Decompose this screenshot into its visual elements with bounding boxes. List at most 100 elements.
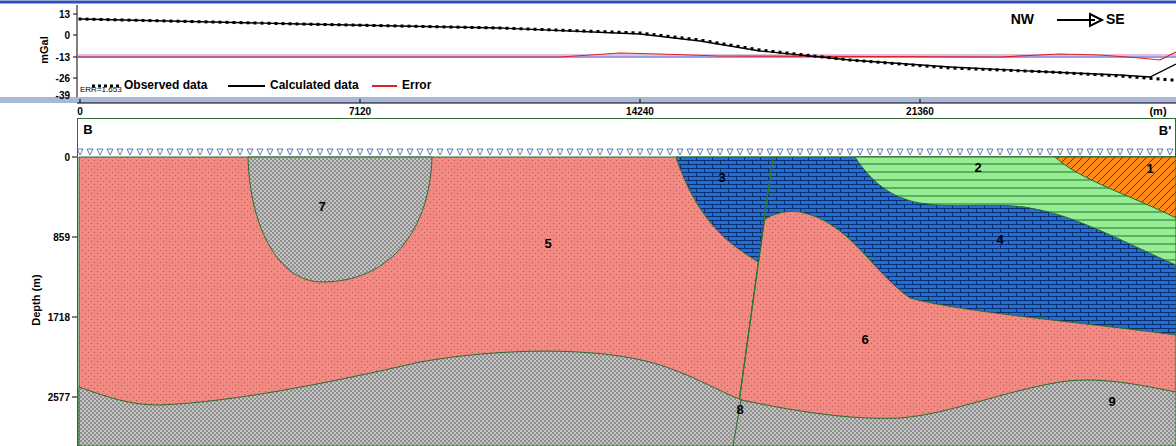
observed-dot: [275, 22, 278, 25]
error-value: ERR=1.653: [80, 86, 122, 95]
observed-dot: [828, 56, 831, 59]
observed-dot: [940, 66, 943, 69]
rock-body: 1: [1050, 155, 1176, 221]
observed-dot: [926, 65, 929, 68]
observed-dot: [660, 34, 663, 37]
body-number: 6: [861, 333, 868, 347]
observed-dot: [93, 18, 96, 21]
observed-dot: [359, 24, 362, 27]
observed-dot: [751, 47, 754, 50]
observed-dot: [1066, 71, 1069, 74]
observed-dot: [289, 22, 292, 25]
observed-dot: [499, 27, 502, 30]
tick-label: -39: [56, 90, 70, 101]
observed-dot: [324, 23, 327, 26]
observed-dot: [443, 25, 446, 28]
observed-dot: [1031, 70, 1034, 73]
observed-dot: [163, 19, 166, 22]
observed-dot: [681, 36, 684, 39]
observed-dot: [814, 55, 817, 58]
observed-dot: [184, 20, 187, 23]
tick-label: 0: [77, 106, 83, 117]
observed-dot: [863, 60, 866, 63]
direction-label: SE: [1106, 12, 1125, 27]
observed-dot: [422, 25, 425, 28]
observed-dot: [919, 64, 922, 67]
observed-dot: [604, 30, 607, 33]
tick-label: -26: [56, 73, 70, 84]
observed-dot: [1122, 75, 1125, 78]
observed-dot: [485, 26, 488, 29]
observed-dot: [912, 64, 915, 67]
legend-text: Observed data: [124, 79, 207, 92]
body-number: 9: [1108, 395, 1115, 409]
observed-dot: [723, 43, 726, 46]
observed-dot: [807, 54, 810, 57]
observed-dot: [534, 28, 537, 31]
observed-dot: [786, 52, 789, 55]
observed-dot: [457, 26, 460, 29]
observed-dot: [639, 32, 642, 35]
rock-body: 8: [77, 345, 747, 446]
observed-dot: [856, 59, 859, 62]
tick-label: 13: [59, 9, 70, 20]
observed-dot: [982, 68, 985, 71]
observed-dot: [303, 23, 306, 26]
observed-dot: [1024, 70, 1027, 73]
observed-dot: [338, 23, 341, 26]
observed-dot: [891, 62, 894, 65]
observed-dot: [632, 31, 635, 34]
observed-dot: [254, 21, 257, 24]
data-curve: [80, 19, 1176, 77]
observed-dot: [618, 31, 621, 34]
observed-dot: [394, 24, 397, 27]
observed-dot: [401, 25, 404, 28]
observed-dot: [583, 30, 586, 33]
observed-dot: [800, 53, 803, 56]
observed-dot: [107, 18, 110, 21]
observed-dot: [898, 62, 901, 65]
observed-dot: [1094, 73, 1097, 76]
observed-dot: [933, 65, 936, 68]
observed-dot: [884, 61, 887, 64]
axis-title: mGal: [38, 36, 50, 64]
observed-dot: [1038, 70, 1041, 73]
observed-dot: [695, 38, 698, 41]
observed-dot: [849, 59, 852, 62]
observed-dot: [478, 26, 481, 29]
observed-dot: [835, 57, 838, 60]
observed-dot: [1136, 76, 1139, 79]
observed-dot: [219, 21, 222, 24]
observed-dot: [989, 68, 992, 71]
tick-label: 14240: [626, 106, 654, 117]
observed-dot: [170, 20, 173, 23]
observed-dot: [156, 19, 159, 22]
observed-dot: [247, 21, 250, 24]
observed-dot: [947, 66, 950, 69]
observed-dot: [1101, 73, 1104, 76]
observed-dot: [121, 18, 124, 21]
profile-end: B: [83, 123, 92, 137]
profile-end: B': [1159, 124, 1171, 138]
observed-dot: [597, 30, 600, 33]
observed-dot: [611, 31, 614, 34]
observed-dot: [366, 24, 369, 27]
tick-label: 21360: [906, 106, 934, 117]
rock-body: 9: [730, 370, 1176, 446]
observed-dot: [590, 30, 593, 33]
body-number: 4: [996, 233, 1003, 247]
observed-dot: [961, 67, 964, 70]
rock-body: 7: [245, 155, 435, 285]
data-curve: [78, 52, 1176, 60]
tick-label: 0: [64, 30, 70, 41]
observed-dot: [688, 37, 691, 40]
observed-dot: [268, 22, 271, 25]
observed-dot: [1164, 78, 1167, 81]
observed-dot: [282, 22, 285, 25]
observed-dot: [779, 51, 782, 54]
observed-dot: [1157, 77, 1160, 80]
observed-dot: [1080, 72, 1083, 75]
body-number: 5: [544, 237, 551, 251]
observed-dot: [436, 25, 439, 28]
